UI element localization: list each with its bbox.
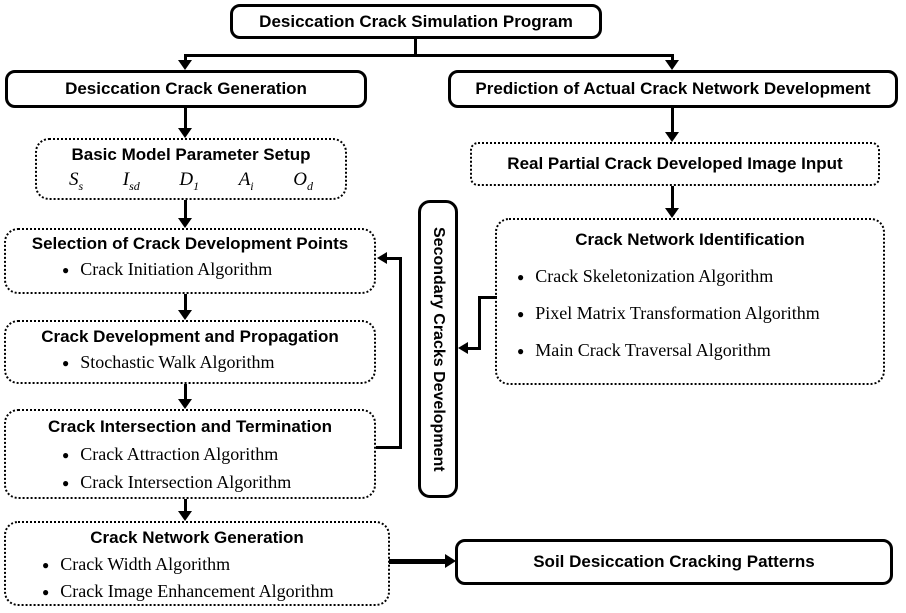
arrowhead-down-icon (178, 399, 192, 409)
node-identification: Crack Network Identification ● Crack Ske… (495, 218, 885, 385)
arrowhead-down-icon (665, 208, 679, 218)
node-secondary-cracks-title: Secondary Cracks Development (430, 226, 447, 472)
bullet-icon: ● (62, 447, 70, 462)
node-selection-title: Selection of Crack Development Points (31, 234, 349, 253)
bullet-icon: ● (42, 557, 50, 572)
connector-ident-out (478, 296, 497, 299)
node-param-setup-title: Basic Model Parameter Setup (71, 145, 311, 164)
connector-ident-down (478, 296, 481, 350)
connector-output (389, 559, 447, 564)
connector-root-split (184, 54, 674, 57)
arrowhead-down-icon (178, 60, 192, 70)
bullet-icon: ● (62, 475, 70, 490)
connector-left-5 (184, 499, 187, 511)
param-symbol: Ss (69, 169, 84, 193)
connector-feedback-bottom (376, 446, 402, 449)
connector-left-1 (184, 107, 187, 128)
node-generation: Crack Network Generation ● Crack Width A… (4, 521, 390, 606)
list-item: ● Crack Intersection Algorithm (62, 472, 292, 492)
bullet-icon: ● (42, 584, 50, 599)
param-symbol: Ai (238, 169, 254, 193)
param-list: Ss Isd D1 Ai Od (37, 165, 345, 194)
list-item: ● Crack Attraction Algorithm (62, 444, 279, 464)
node-prediction-title: Prediction of Actual Crack Network Devel… (475, 79, 871, 98)
node-identification-title: Crack Network Identification (575, 230, 805, 249)
param-symbol: Od (293, 169, 313, 193)
arrowhead-right-icon (445, 554, 456, 568)
connector-root-to-right (671, 54, 674, 62)
node-intersection: Crack Intersection and Termination ● Cra… (4, 409, 376, 499)
bullet-icon: ● (62, 262, 70, 277)
node-output-patterns: Soil Desiccation Cracking Patterns (455, 539, 893, 585)
connector-left-4 (184, 384, 187, 399)
arrowhead-down-icon (665, 132, 679, 142)
list-item: ● Pixel Matrix Transformation Algorithm (517, 303, 820, 323)
arrowhead-down-icon (178, 218, 192, 228)
arrowhead-left-icon (377, 252, 387, 264)
arrowhead-left-icon (458, 342, 468, 354)
arrowhead-down-icon (178, 310, 192, 320)
connector-right-1 (671, 108, 674, 132)
node-image-input: Real Partial Crack Developed Image Input (470, 142, 880, 186)
node-root: Desiccation Crack Simulation Program (230, 4, 602, 39)
list-item: ● Main Crack Traversal Algorithm (517, 340, 771, 360)
connector-root-to-left (184, 54, 187, 62)
connector-right-2 (671, 186, 674, 208)
connector-ident-in (468, 347, 481, 350)
node-root-title: Desiccation Crack Simulation Program (259, 11, 573, 31)
arrowhead-down-icon (178, 511, 192, 521)
node-generation-title: Crack Network Generation (90, 528, 304, 547)
node-secondary-cracks: Secondary Cracks Development (418, 200, 458, 498)
connector-root-stub (414, 37, 417, 56)
param-symbol: Isd (122, 169, 140, 193)
param-symbol: D1 (179, 169, 200, 193)
list-item: ● Stochastic Walk Algorithm (62, 352, 275, 372)
connector-feedback-vertical (399, 257, 402, 449)
node-param-setup: Basic Model Parameter Setup Ss Isd D1 Ai… (35, 138, 347, 200)
bullet-icon: ● (62, 355, 70, 370)
node-development-title: Crack Development and Propagation (41, 327, 339, 346)
node-selection: Selection of Crack Development Points ● … (4, 228, 376, 294)
arrowhead-down-icon (665, 60, 679, 70)
arrowhead-down-icon (178, 128, 192, 138)
connector-left-2 (184, 200, 187, 218)
connector-left-3 (184, 294, 187, 310)
list-item: ● Crack Initiation Algorithm (62, 259, 273, 279)
bullet-icon: ● (517, 269, 525, 284)
list-item: ● Crack Skeletonization Algorithm (517, 266, 774, 286)
bullet-icon: ● (517, 343, 525, 358)
node-image-input-title: Real Partial Crack Developed Image Input (507, 154, 843, 173)
node-crack-generation-branch: Desiccation Crack Generation (5, 70, 367, 108)
node-prediction-branch: Prediction of Actual Crack Network Devel… (448, 70, 898, 108)
connector-feedback-top (387, 257, 402, 260)
list-item: ● Crack Image Enhancement Algorithm (42, 581, 334, 601)
node-intersection-title: Crack Intersection and Termination (47, 417, 333, 436)
bullet-icon: ● (517, 306, 525, 321)
node-development: Crack Development and Propagation ● Stoc… (4, 320, 376, 384)
list-item: ● Crack Width Algorithm (42, 554, 231, 574)
node-output-patterns-title: Soil Desiccation Cracking Patterns (533, 552, 815, 571)
node-crack-generation-title: Desiccation Crack Generation (65, 79, 307, 98)
